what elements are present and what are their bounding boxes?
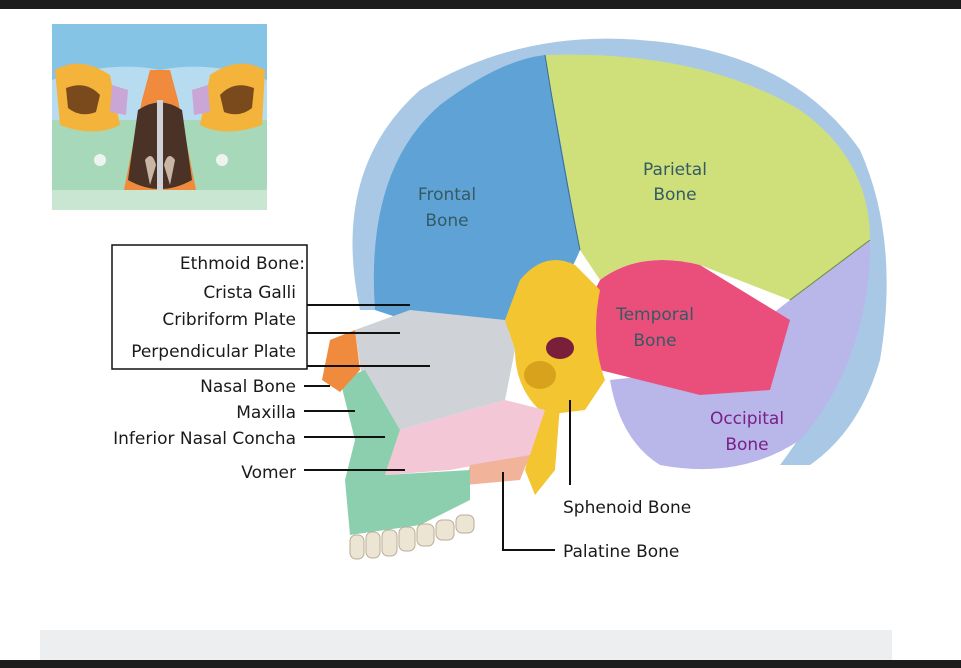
label-perpendicular-plate: Perpendicular Plate [131,342,296,362]
label-frontal-line2: Bone [425,211,468,231]
inset-anterior-view [52,24,267,210]
label-vomer: Vomer [241,463,296,483]
label-occipital-line1: Occipital [710,409,784,429]
frontal-bone-region [373,55,580,330]
maxilla-region [340,370,470,535]
skull-lateral-view [322,38,887,560]
label-parietal-line1: Parietal [643,160,707,180]
label-cribriform-plate: Cribriform Plate [162,310,296,330]
nasal-bone-region [322,330,360,392]
top-frame-bar [0,0,961,9]
skull-border [352,38,887,466]
palatine-bone-region [465,455,530,485]
bottom-frame-bar [0,660,961,668]
label-parietal-line2: Bone [653,185,696,205]
parietal-bone-region [545,54,870,300]
ethmoid-bone-region [355,310,515,430]
ethmoid-label-box [111,244,308,370]
label-occipital-line2: Bone [725,435,768,455]
label-crista-galli: Crista Galli [203,283,296,303]
vomer-region [385,400,545,475]
sphenoid-bone-region [505,260,605,415]
leader-palatine-bone [502,472,555,551]
footer-strip [40,630,892,660]
teeth [349,514,475,560]
label-temporal-line2: Bone [633,331,676,351]
label-sphenoid-bone: Sphenoid Bone [563,498,691,518]
ethmoid-heading: Ethmoid Bone: [180,254,305,274]
label-nasal-bone: Nasal Bone [200,377,296,397]
label-maxilla: Maxilla [236,403,296,423]
label-temporal-line1: Temporal [615,305,694,325]
temporal-bone-region [575,260,790,395]
label-frontal-line1: Frontal [418,185,476,205]
label-inferior-nasal-concha: Inferior Nasal Concha [113,429,296,449]
label-palatine-bone: Palatine Bone [563,542,679,562]
